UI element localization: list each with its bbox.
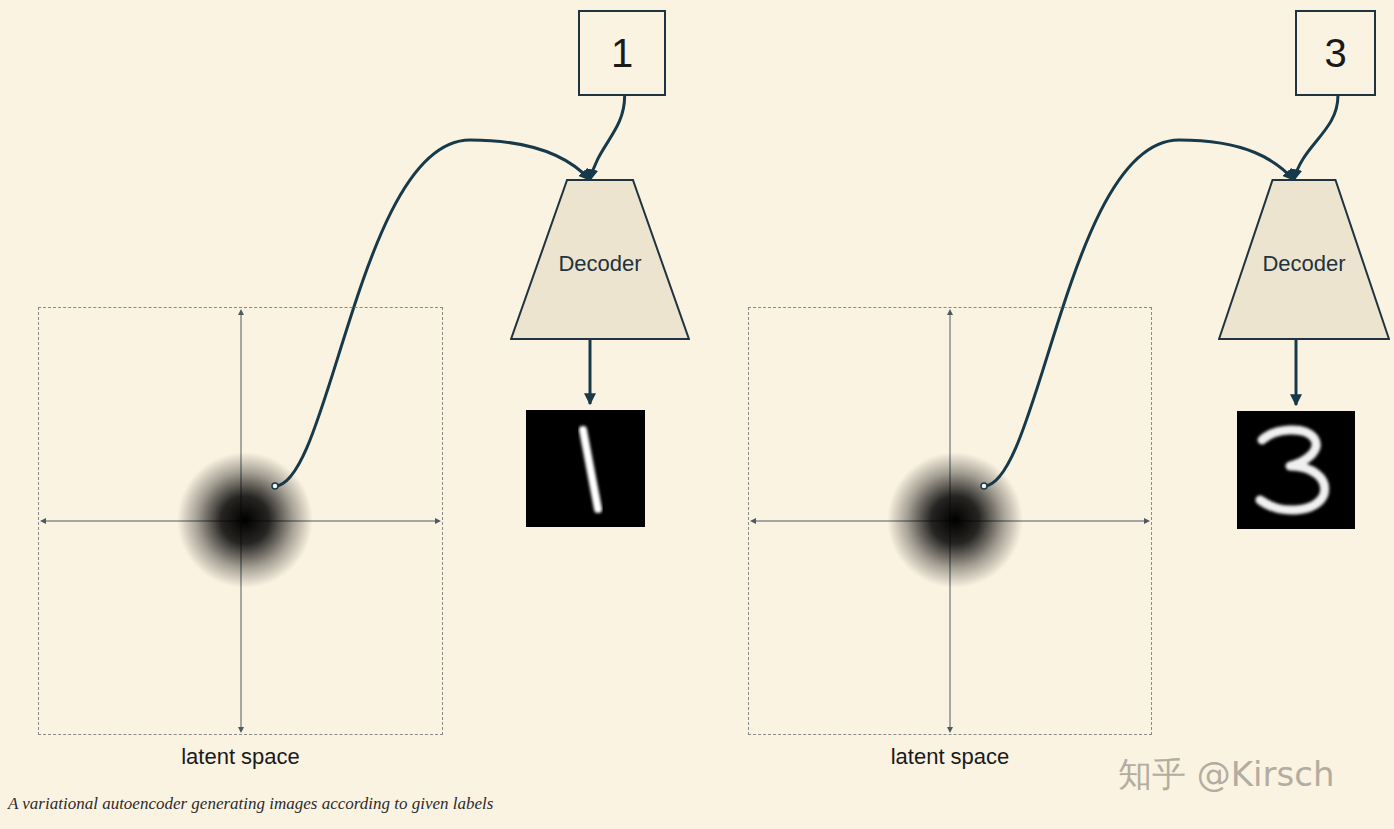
decoder-trapezoid: Decoder [1218,179,1390,340]
sample-point [272,483,278,489]
region-label: latent space [891,745,1010,769]
region-label: latent space [181,745,300,769]
digit-stroke [1260,430,1325,510]
latent-space-region: latent space [38,307,443,773]
class-label: 3 [1324,31,1346,75]
label-arrow [590,96,625,180]
decoder-label: Decoder [558,251,641,277]
sample-point [981,483,987,489]
decoder-trapezoid: Decoder [510,179,690,340]
digit-stroke [583,430,598,509]
digit-image [526,410,645,527]
output-arrow [1295,340,1298,405]
output-arrow [589,340,592,404]
dashed-frame [748,307,1152,735]
figure-caption: A variational autoencoder generating ima… [8,794,493,814]
dashed-frame [38,307,443,735]
latent-space-region: latent space [748,307,1152,773]
watermark: 知乎 @Kirsch [1118,752,1334,798]
label-box: 1 [578,10,666,96]
class-label: 1 [611,31,633,75]
label-arrow [1294,96,1338,180]
digit-image [1237,411,1355,529]
label-box: 3 [1295,10,1376,96]
latent-axes [40,309,1150,733]
decoder-label: Decoder [1262,251,1345,277]
